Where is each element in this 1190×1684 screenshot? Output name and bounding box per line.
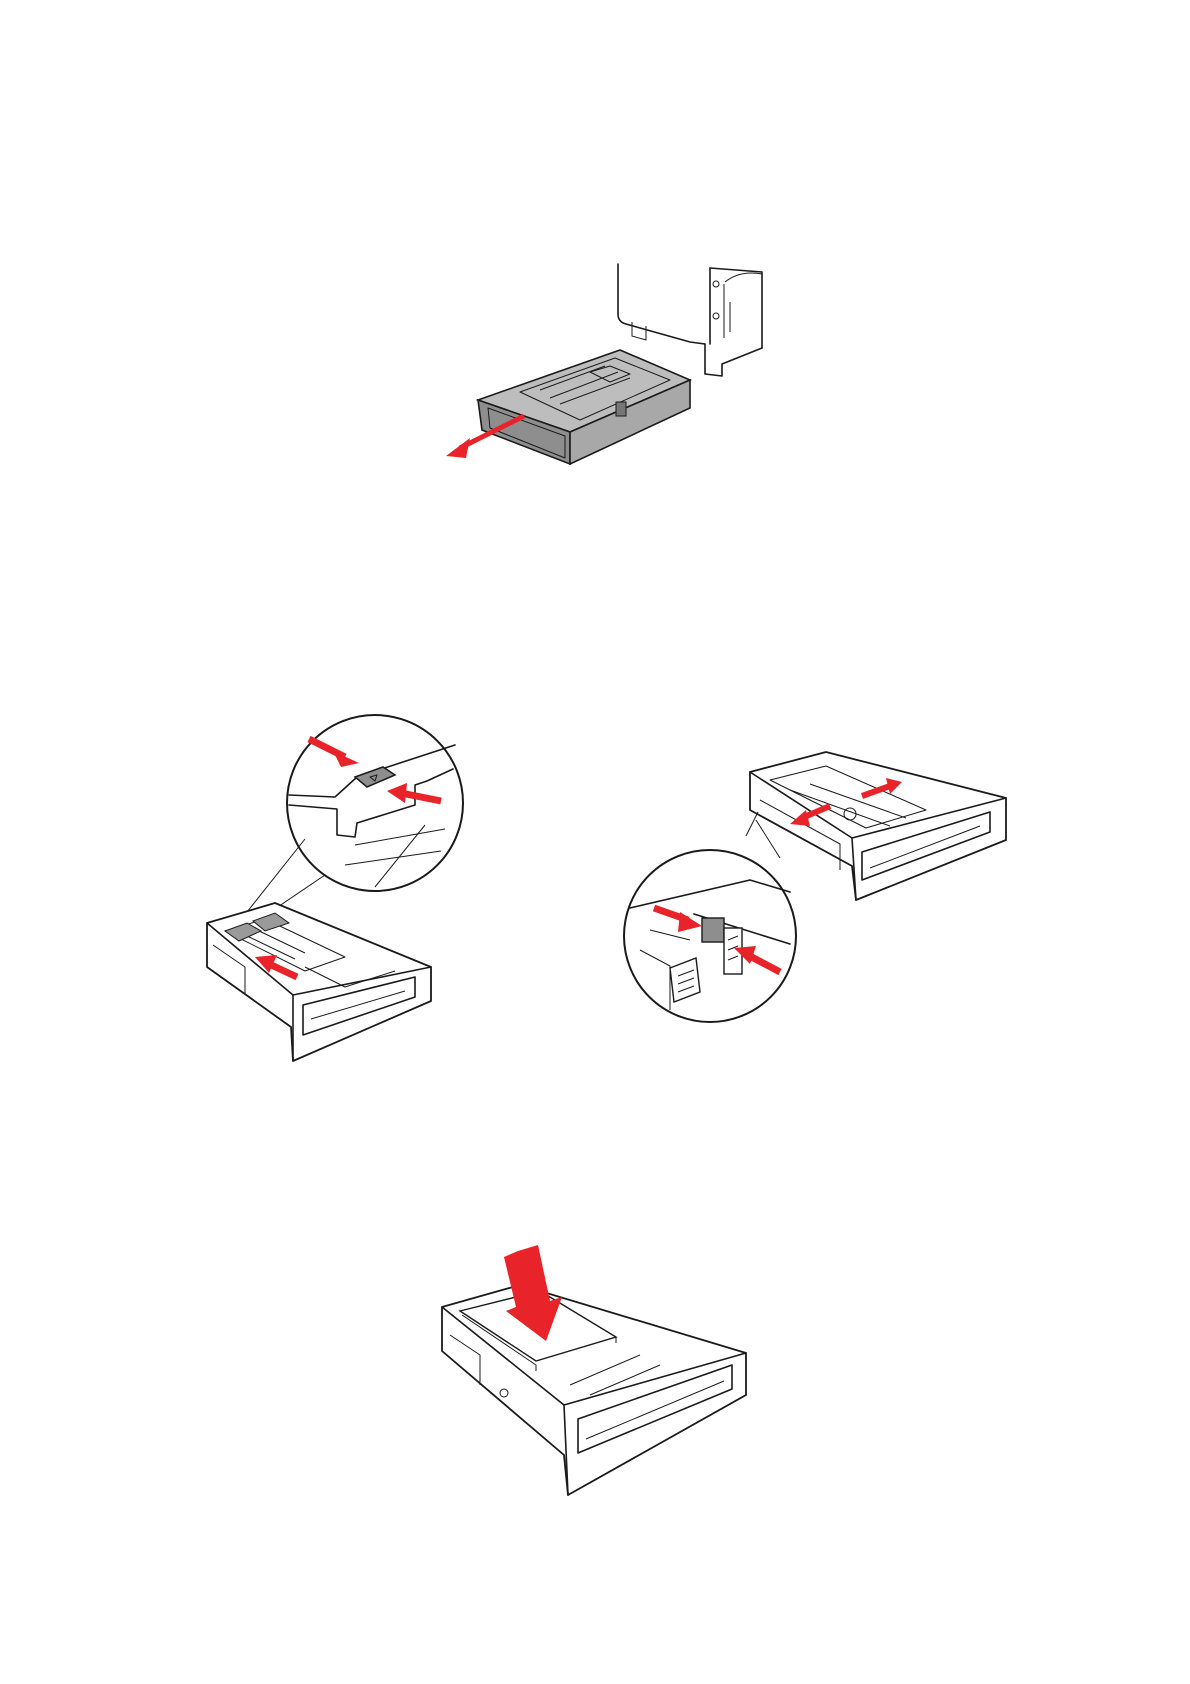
paper-tray-gray bbox=[478, 350, 690, 464]
load-paper-illustration bbox=[440, 1245, 770, 1505]
zoom-detail-circle bbox=[624, 850, 796, 1022]
paper-tray-loaded bbox=[442, 1285, 746, 1495]
pull-out-tray-illustration bbox=[440, 262, 770, 502]
paper-tray-open bbox=[207, 903, 431, 1061]
paper-tray-open bbox=[750, 752, 1006, 900]
width-guides-illustration bbox=[630, 740, 1030, 1030]
length-guide-illustration bbox=[205, 705, 465, 1065]
